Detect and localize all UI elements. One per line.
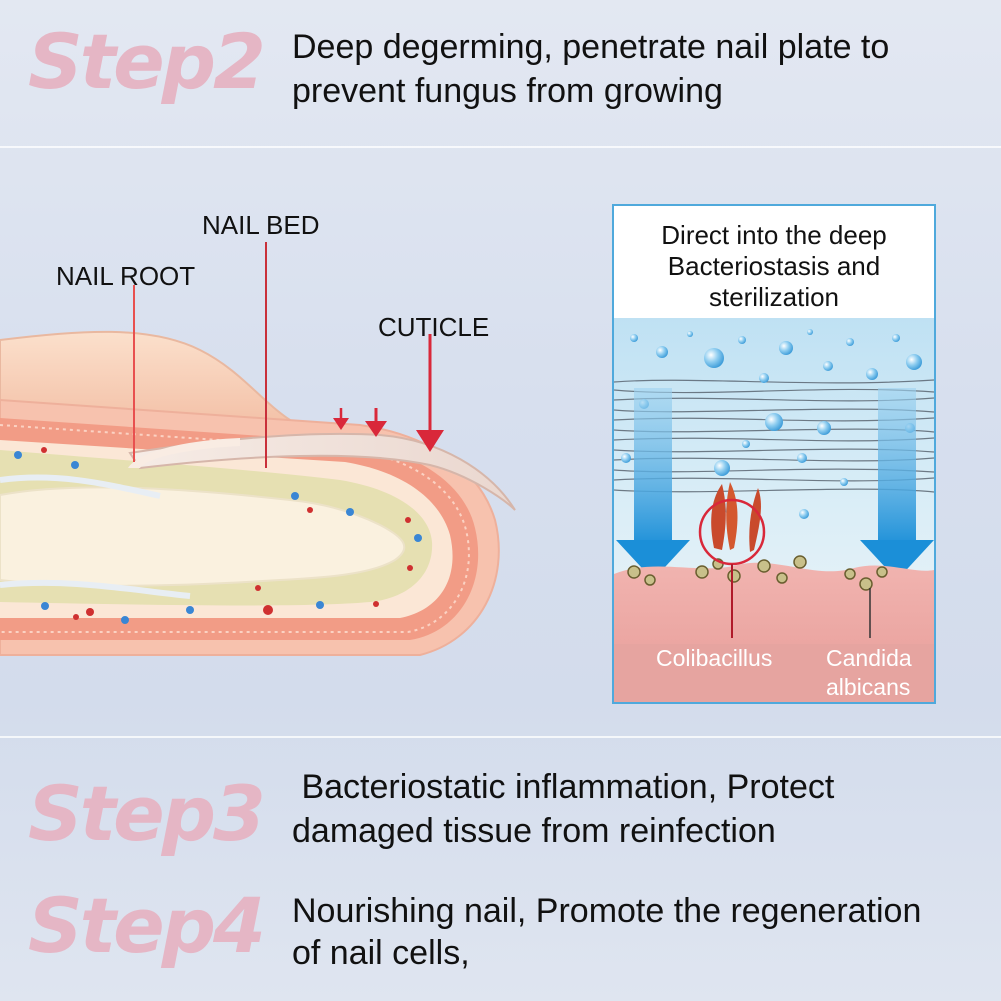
bacteria-cluster	[627, 555, 888, 591]
sterilization-illustration	[614, 318, 934, 702]
panel-title-line2: Bacteriostasis and	[667, 251, 881, 281]
finger-cross-section-illustration	[0, 242, 516, 656]
nail-bed-label: NAIL BED	[202, 210, 320, 240]
panel-title-line3: sterilization	[708, 282, 840, 312]
step3-line2: damaged tissue from reinfection	[292, 812, 776, 850]
step2-label: Step2	[28, 17, 266, 106]
bone	[0, 486, 406, 587]
panel-title: Direct into the deep Bacteriostasis and …	[614, 220, 934, 313]
blue-down-arrow-right	[860, 388, 934, 580]
nail-root-label: NAIL ROOT	[56, 261, 196, 291]
tendon-lower	[0, 579, 191, 599]
step3-line1: Bacteriostatic inflammation, Protect	[292, 768, 835, 806]
middle-divider	[0, 736, 1001, 738]
nail-plate	[128, 432, 516, 511]
colibacillus-caption: Colibacillus	[656, 645, 773, 671]
tendon-upper	[0, 474, 161, 499]
blood-cells	[14, 447, 422, 624]
penetration-arrows	[333, 334, 444, 452]
candida-caption-line1: Candida	[826, 645, 912, 671]
sterilization-panel: Direct into the deep Bacteriostasis and …	[612, 204, 936, 704]
nail-root-pocket	[128, 438, 240, 468]
step4-line2: of nail cells,	[292, 934, 470, 972]
blue-down-arrow-left	[616, 388, 690, 580]
step2-line1: Deep degerming, penetrate nail plate to	[292, 28, 890, 66]
step2-line2: prevent fungus from growing	[292, 72, 723, 110]
step4-line1: Nourishing nail, Promote the regeneratio…	[292, 892, 922, 930]
candida-caption: Candida albicans	[826, 644, 912, 702]
step3-label: Step3	[28, 769, 266, 858]
panel-title-line1: Direct into the deep	[661, 220, 887, 250]
step4-label: Step4	[28, 881, 266, 970]
cuticle-label: CUTICLE	[378, 312, 490, 342]
candida-caption-line2: albicans	[826, 674, 911, 700]
top-divider	[0, 146, 1001, 148]
